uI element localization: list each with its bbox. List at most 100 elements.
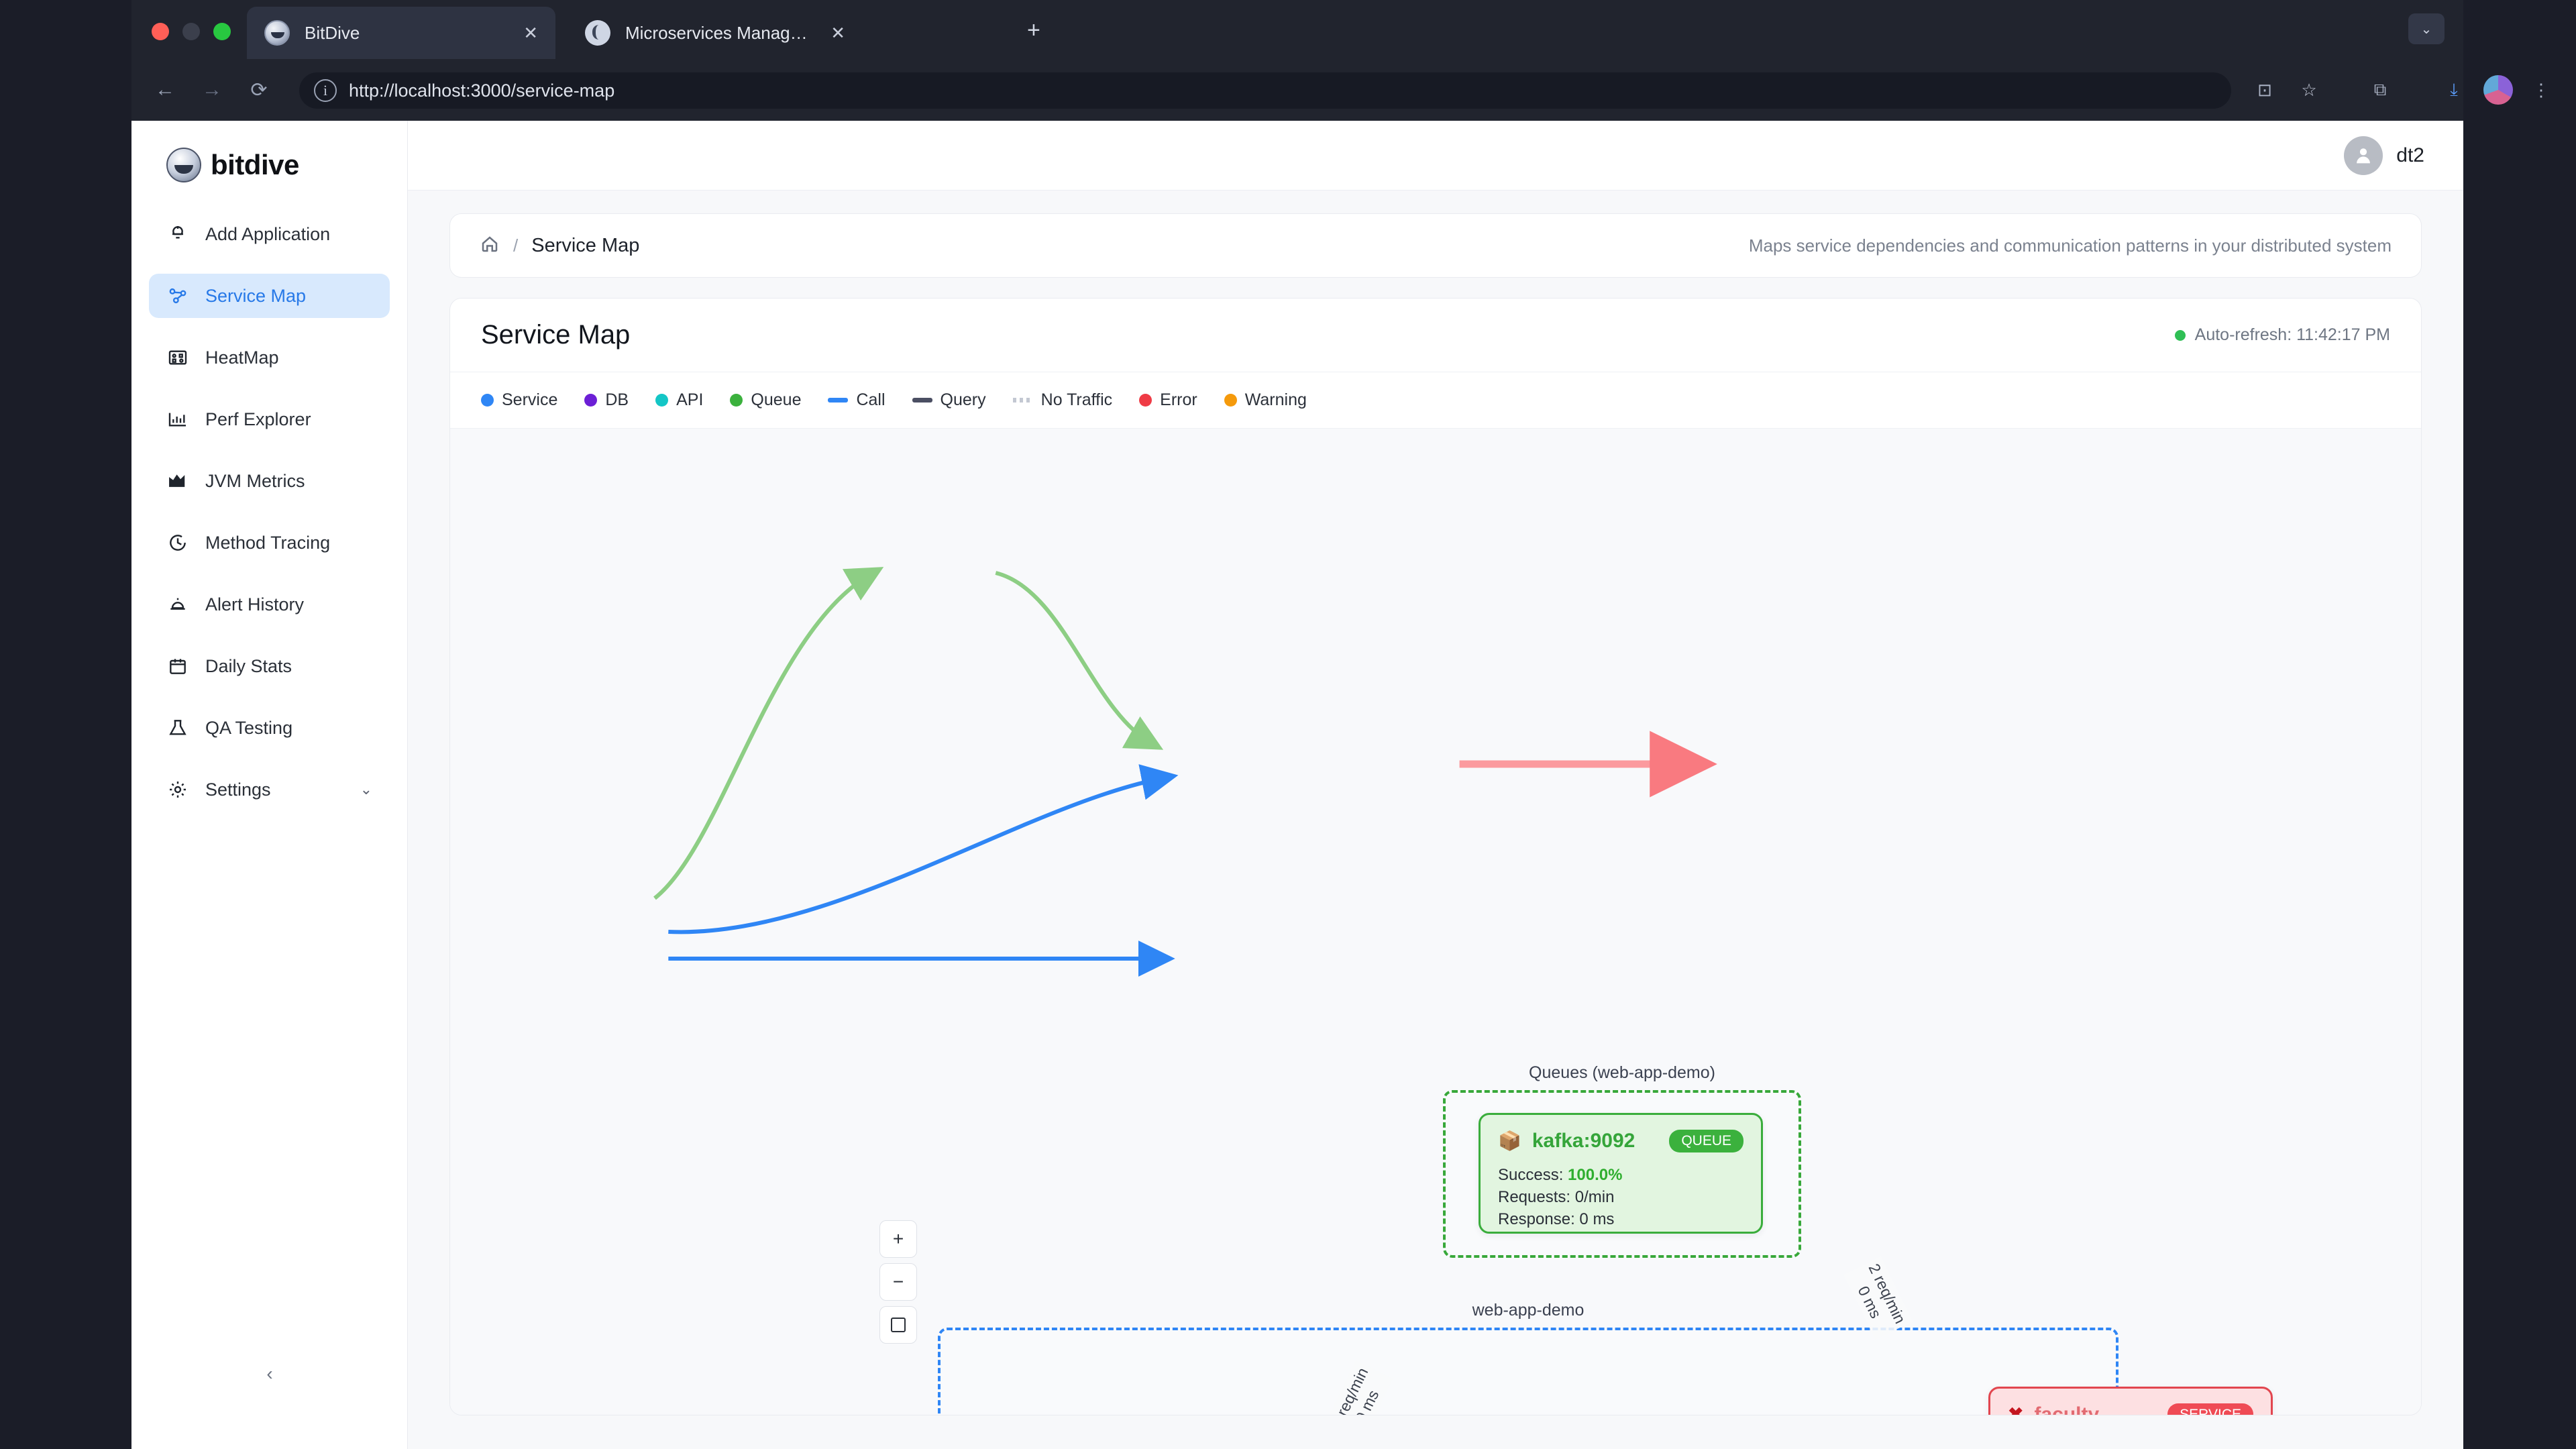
success-label: Success: [1498,1166,1564,1184]
address-bar[interactable]: i http://localhost:3000/service-map [299,72,2231,109]
sidebar-item-label: HeatMap [205,347,279,368]
tab-microservices-management[interactable]: Microservices Management ✕ [568,7,863,59]
brand[interactable]: bitdive [131,121,407,182]
node-kafka[interactable]: 📦 kafka:9092 QUEUE Success: 100.0% Reque… [1479,1113,1763,1234]
tab-title: Microservices Management [625,22,816,43]
sidebar-item-settings[interactable]: Settings ⌄ [149,767,390,812]
chevron-down-icon[interactable]: ⌄ [360,781,372,798]
chevron-down-icon[interactable]: ⌄ [2408,13,2445,44]
sidebar-collapse-button[interactable]: ‹ [266,1363,273,1384]
zoom-controls: + − [879,1220,917,1349]
bar-chart-icon [166,408,189,431]
service-map-canvas[interactable]: Queues (web-app-demo) web-app-demo Datab… [450,429,2421,1415]
node-stats: Success: 100.0% Requests: 0/min Response… [1498,1165,1743,1231]
legend-label: Error [1160,390,1197,409]
requests-value: 0/min [1574,1187,1615,1206]
bitdive-logo-icon [264,20,290,46]
response-label: Response: [1498,1210,1575,1228]
sidebar-item-label: Perf Explorer [205,409,311,429]
forward-icon[interactable]: → [202,78,222,101]
close-icon[interactable]: ✕ [523,23,538,43]
sidebar-item-label: QA Testing [205,717,293,738]
calendar-icon [166,655,189,678]
sidebar-item-add-application[interactable]: Add Application [149,212,390,256]
sidebar-item-perf-explorer[interactable]: Perf Explorer [149,397,390,441]
zoom-out-button[interactable]: − [879,1263,917,1301]
zoom-fit-button[interactable] [879,1306,917,1344]
window-close-button[interactable] [152,23,169,40]
legend-item-service: Service [481,390,557,410]
reload-icon[interactable]: ⟳ [250,78,268,101]
window-maximize-button[interactable] [213,23,231,40]
page-subtitle: Maps service dependencies and communicat… [1748,235,2392,256]
globe-icon [585,20,610,46]
legend-item-no-traffic: No Traffic [1012,390,1113,410]
close-icon[interactable]: ✕ [830,23,845,43]
legend-label: API [676,390,704,409]
legend-dot-icon [1224,394,1237,407]
tab-bitdive[interactable]: BitDive ✕ [247,7,555,59]
legend-line-icon [828,398,849,402]
node-faculty[interactable]: ✖ faculty SERVICE Success: 94.1% Request… [1988,1387,2273,1415]
sidebar-item-heatmap[interactable]: HeatMap [149,335,390,380]
legend-label: No Traffic [1040,390,1113,409]
legend-label: Queue [751,390,802,409]
service-map-card: Service Map Auto-refresh: 11:42:17 PM Se… [449,298,2422,1415]
add-application-icon [166,223,189,246]
legend-item-query: Query [912,390,986,410]
sidebar-item-daily-stats[interactable]: Daily Stats [149,644,390,688]
sidebar-item-method-tracing[interactable]: Method Tracing [149,521,390,565]
kebab-menu-icon[interactable]: ⋮ [2532,79,2550,100]
edge-kafka-faculty [995,571,1164,750]
install-app-icon[interactable]: ⊡ [2257,79,2272,100]
window-minimize-button[interactable] [182,23,200,40]
legend-dot-icon [655,394,669,407]
home-icon[interactable] [480,234,500,258]
edge-report-kafka [653,567,884,900]
legend-item-db: DB [584,390,629,410]
clock-icon [166,531,189,554]
status-dot-icon [2174,329,2186,341]
edge-layer [653,567,1717,977]
site-info-icon[interactable]: i [314,79,337,102]
zoom-in-button[interactable]: + [879,1220,917,1258]
sidebar-item-jvm-metrics[interactable]: JVM Metrics [149,459,390,503]
bitdive-logo-icon [166,148,201,182]
user-name[interactable]: dt2 [2396,144,2424,166]
alarm-icon [166,593,189,616]
requests-label: Requests: [1498,1187,1571,1206]
node-type-badge: SERVICE [2167,1403,2253,1415]
legend-label: Query [940,390,986,409]
node-title: kafka:9092 [1532,1130,1635,1152]
user-avatar-icon[interactable] [2344,136,2383,175]
page-viewport: bitdive Add Application Service [131,121,2463,1449]
legend: Service DB API Queue Call [450,372,2421,429]
success-value: 100.0% [1568,1166,1623,1184]
breadcrumb-separator: / [513,235,519,256]
sidebar-item-label: Method Tracing [205,532,331,553]
extensions-icon[interactable]: ⧉ [2373,79,2387,99]
download-icon[interactable]: ⤓ [2450,79,2458,99]
breadcrumb-current: Service Map [531,234,640,256]
sidebar-item-service-map[interactable]: Service Map [149,274,390,318]
breadcrumb-bar: / Service Map Maps service dependencies … [449,213,2422,278]
service-map-header: Service Map Auto-refresh: 11:42:17 PM [450,299,2421,372]
response-value: 0 ms [1579,1210,1615,1228]
browser-chrome: BitDive ✕ Microservices Management ✕ + ⌄… [131,0,2550,121]
page-title: Service Map [481,320,631,350]
legend-item-queue: Queue [730,390,801,410]
browser-profile-avatar[interactable] [2483,75,2513,105]
sidebar-item-label: Alert History [205,594,305,614]
service-map-icon [166,284,189,307]
new-tab-button[interactable]: + [1027,17,1040,43]
edge-report-faculty [668,764,1179,934]
legend-item-call: Call [828,390,885,410]
legend-label: Warning [1244,390,1307,409]
legend-line-icon [912,398,932,402]
sidebar-item-alert-history[interactable]: Alert History [149,582,390,627]
sidebar: bitdive Add Application Service [131,121,408,1449]
cluster-web-app-demo: web-app-demo [938,1301,2118,1415]
back-icon[interactable]: ← [155,78,175,101]
sidebar-item-qa-testing[interactable]: QA Testing [149,706,390,750]
star-icon[interactable]: ☆ [2301,79,2317,100]
